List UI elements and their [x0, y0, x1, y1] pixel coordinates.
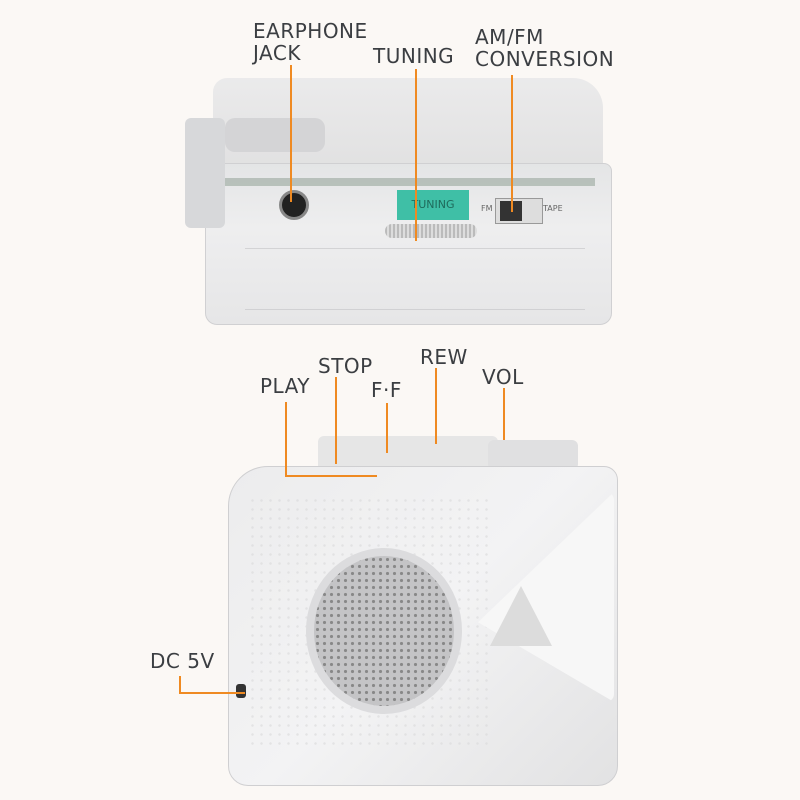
label-tuning: TUNING	[373, 44, 455, 68]
label-dc-5v: DC 5V	[150, 649, 215, 673]
callout-line-play	[285, 402, 287, 477]
am-fm-switch[interactable]	[495, 198, 543, 224]
switch-label-tape: TAPE	[543, 204, 563, 213]
tuning-window: TUNING	[397, 190, 469, 220]
callout-line-ff	[386, 403, 388, 453]
dc-port[interactable]	[236, 684, 246, 698]
label-play: PLAY	[260, 374, 311, 398]
label-earphone-jack: EARPHONE JACK	[253, 19, 368, 65]
callout-line-am-fm	[511, 75, 513, 212]
cassette-player-side-view: TUNING FM TAPE	[185, 78, 612, 326]
callout-line-stop	[335, 377, 337, 464]
callout-line-earphone	[290, 65, 292, 202]
label-rew: REW	[420, 345, 468, 369]
callout-line-dc-h	[179, 692, 245, 694]
speaker-grille	[306, 548, 462, 714]
label-stop: STOP	[318, 354, 373, 378]
label-am-fm-conversion: AM/FM CONVERSION	[475, 25, 615, 71]
callout-line-dc	[179, 676, 181, 694]
callout-line-rew	[435, 368, 437, 444]
label-vol: VOL	[482, 365, 524, 389]
label-ff: F·F	[371, 378, 402, 402]
earphone-jack[interactable]	[279, 190, 309, 220]
cassette-player-front-view	[228, 436, 618, 788]
switch-label-fm: FM	[481, 204, 493, 213]
callout-line-tuning	[415, 69, 417, 241]
callout-line-play-h	[285, 475, 377, 477]
tuning-wheel[interactable]	[385, 224, 477, 238]
callout-line-vol	[503, 388, 505, 440]
